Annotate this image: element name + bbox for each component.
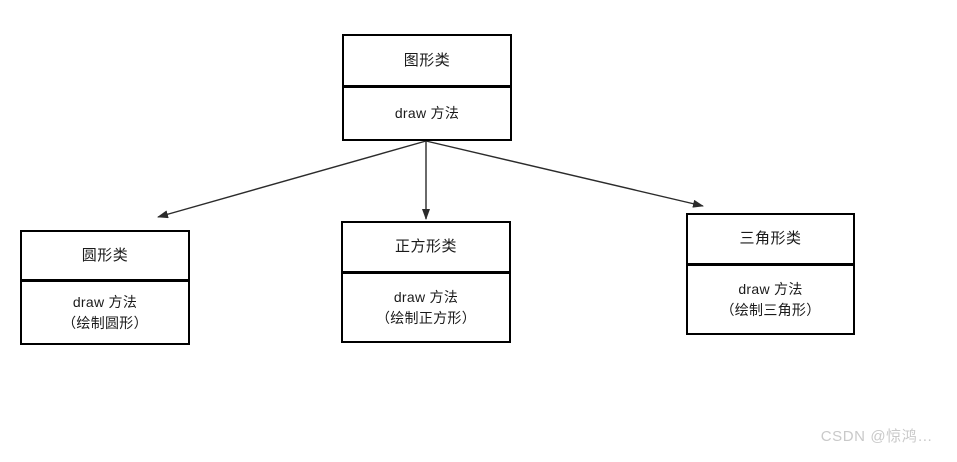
class-box-triangle[interactable]: 三角形类 draw 方法 （绘制三角形） [686, 213, 855, 335]
class-member-line: draw 方法 [72, 294, 138, 311]
class-members-compartment: draw 方法 （绘制正方形） [343, 274, 509, 341]
watermark-label: CSDN @惊鸿… [820, 428, 933, 445]
class-member-line: draw 方法 [394, 105, 460, 122]
class-name-compartment: 正方形类 [343, 223, 509, 274]
connector-shape-to-circle [157, 140, 427, 219]
class-name-label: 图形类 [403, 51, 451, 69]
class-name-compartment: 图形类 [344, 36, 510, 88]
class-member-line: draw 方法 [393, 289, 459, 306]
class-name-compartment: 三角形类 [688, 215, 853, 266]
class-name-compartment: 圆形类 [22, 232, 188, 282]
class-name-label: 正方形类 [394, 238, 457, 255]
class-members-compartment: draw 方法 （绘制圆形） [22, 282, 188, 343]
class-member-note: （绘制圆形） [62, 314, 148, 331]
class-member-line: draw 方法 [738, 281, 803, 298]
class-box-circle[interactable]: 圆形类 draw 方法 （绘制圆形） [20, 230, 190, 345]
class-member-note: （绘制三角形） [720, 301, 821, 318]
class-name-label: 圆形类 [81, 246, 129, 264]
class-box-square[interactable]: 正方形类 draw 方法 （绘制正方形） [341, 221, 511, 343]
class-name-label: 三角形类 [739, 230, 802, 247]
class-box-shape[interactable]: 图形类 draw 方法 [342, 34, 512, 141]
class-members-compartment: draw 方法 （绘制三角形） [688, 266, 853, 333]
class-members-compartment: draw 方法 [344, 88, 510, 139]
connector-shape-to-triangle [425, 140, 704, 208]
class-member-note: （绘制正方形） [375, 309, 477, 326]
